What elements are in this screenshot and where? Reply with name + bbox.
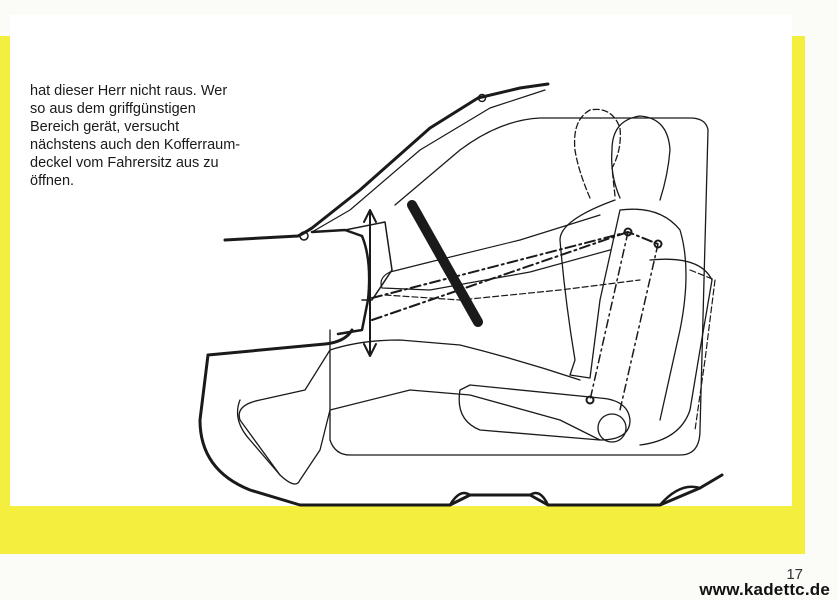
driver-leg (238, 339, 601, 485)
dashboard (310, 228, 371, 336)
page-number: 17 (786, 566, 803, 583)
pedal-box (344, 221, 393, 301)
driver-arm-lower (384, 279, 641, 301)
floor-ribs (448, 485, 702, 507)
caption-line: deckel vom Fahrersitz aus zu (30, 155, 219, 171)
shoulder-joint (623, 227, 633, 237)
roof-clip (477, 93, 487, 103)
seat-pivot (597, 413, 627, 443)
arrow-head-top (363, 209, 377, 223)
seat-back (639, 258, 713, 446)
caption-line: öffnen. (30, 173, 75, 189)
arrow-head-bottom (363, 343, 377, 357)
torso-line (589, 231, 659, 411)
seat-back-alt (689, 269, 716, 431)
driver-foot (236, 399, 281, 476)
cabin-rear-outline (329, 117, 709, 456)
driver-head-front (573, 108, 621, 199)
caption-line: Bereich gerät, versucht (30, 119, 180, 135)
illustration-panel (10, 15, 792, 506)
site-watermark: www.kadettc.de (699, 580, 830, 599)
body-outline (198, 328, 724, 507)
caption-text: hat dieser Herr nicht raus. Wer so aus d… (30, 82, 255, 190)
steering-wheel (407, 200, 483, 327)
shoulder-joint-rear (653, 239, 663, 249)
windshield-inner (311, 89, 546, 233)
caption-line: nächstens auch den Kofferraum- (30, 137, 241, 153)
hood-line (223, 82, 550, 242)
caption-line: so aus dem griffgünstigen (30, 101, 196, 117)
seat-cushion (458, 384, 631, 441)
driver-arm-upper (380, 214, 611, 291)
mirror-mount (299, 231, 309, 241)
caption-line: hat dieser Herr nicht raus. Wer (30, 83, 228, 99)
reach-line-lower (371, 231, 629, 321)
driver-head-rear (611, 115, 671, 201)
